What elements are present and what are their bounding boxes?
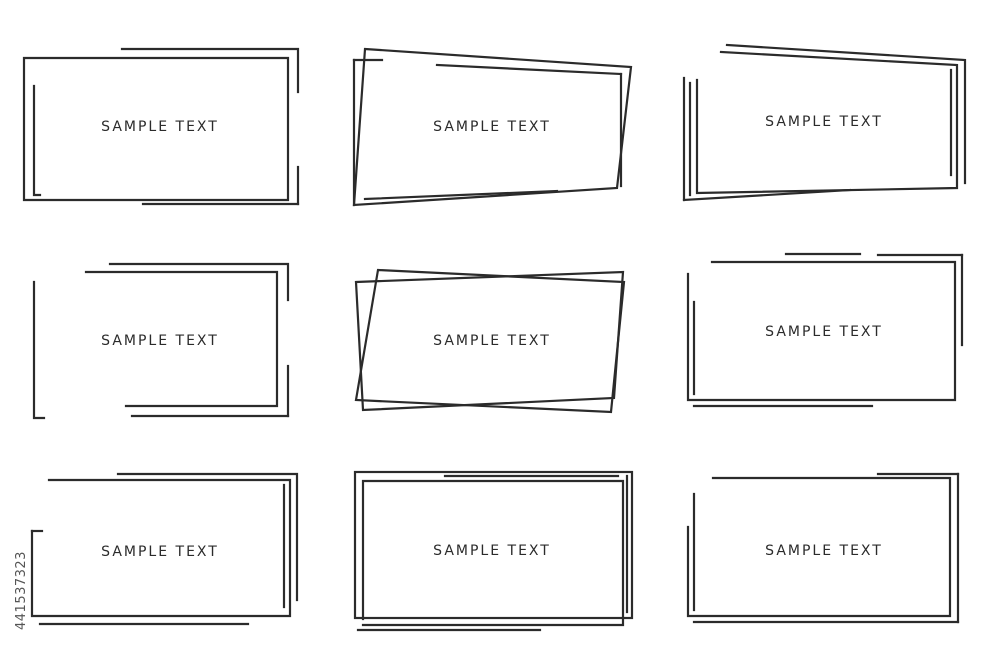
frame-6-label: SAMPLE TEXT	[765, 324, 883, 340]
frame-9: SAMPLE TEXT	[686, 472, 960, 624]
frame-1-label: SAMPLE TEXT	[101, 119, 219, 135]
frame-2: SAMPLE TEXT	[352, 47, 633, 207]
frame-8: SAMPLE TEXT	[353, 470, 634, 632]
frame-5: SAMPLE TEXT	[354, 268, 626, 414]
frame-1: SAMPLE TEXT	[22, 47, 300, 206]
stock-id-label: 441537323	[14, 551, 29, 630]
stock-id-text: 441537323	[14, 430, 29, 630]
frame-5-label: SAMPLE TEXT	[433, 333, 551, 349]
frame-2-label: SAMPLE TEXT	[433, 119, 551, 135]
frame-4-label: SAMPLE TEXT	[101, 333, 219, 349]
frame-6: SAMPLE TEXT	[686, 252, 964, 408]
frame-9-label: SAMPLE TEXT	[765, 543, 883, 559]
frame-7: SAMPLE TEXT	[30, 472, 299, 626]
frame-3: SAMPLE TEXT	[682, 43, 967, 202]
frame-8-label: SAMPLE TEXT	[433, 543, 551, 559]
frame-3-label: SAMPLE TEXT	[765, 114, 883, 130]
frame-7-label: SAMPLE TEXT	[101, 544, 219, 560]
frame-4: SAMPLE TEXT	[32, 262, 290, 420]
